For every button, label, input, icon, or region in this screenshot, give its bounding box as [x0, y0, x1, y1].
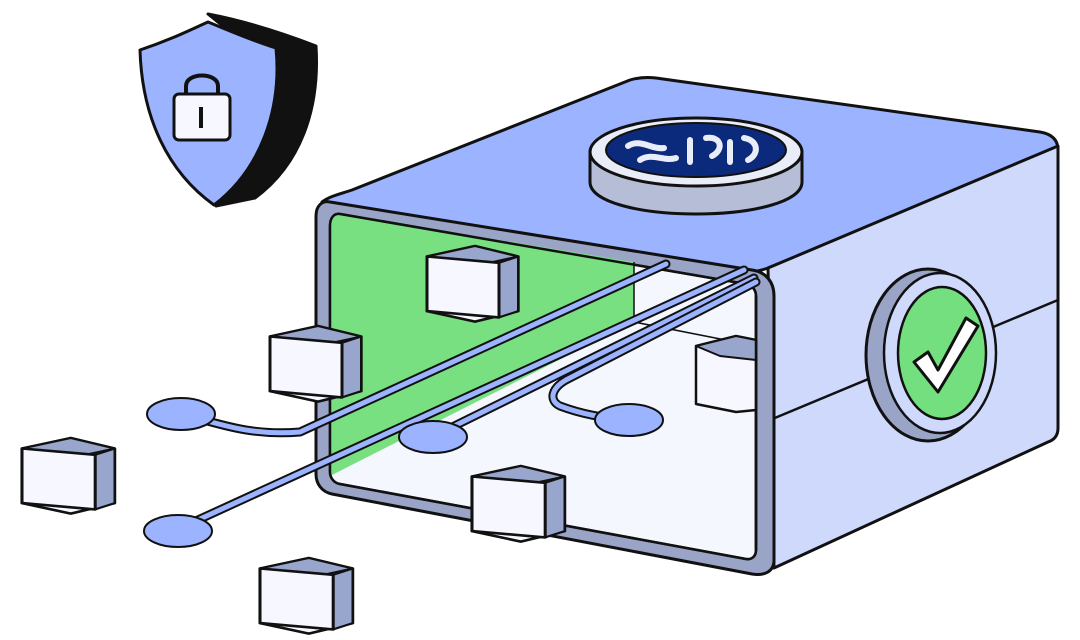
logo-badge-face: [605, 122, 787, 178]
pipeline-node-icon: [398, 420, 468, 454]
logo-glyph: [625, 134, 759, 165]
logo-badge-icon: [588, 116, 804, 216]
box-interior-outline: [328, 212, 758, 561]
data-cube-icon: [425, 244, 520, 324]
data-cube-icon: [258, 556, 355, 636]
pipeline-2: [171, 265, 749, 535]
check-badge-face: [896, 285, 988, 421]
data-cube-icon: [694, 334, 758, 414]
checkmark-badge-icon: [864, 267, 998, 443]
pipeline-nodes: [143, 397, 664, 548]
check-glyph: [912, 316, 980, 394]
data-cube-icon: [268, 324, 363, 404]
padlock-shackle: [184, 73, 220, 96]
shield-lock-icon: [138, 12, 318, 208]
pipeline-node-icon: [143, 514, 213, 548]
data-cube-icon: [20, 436, 117, 516]
pipeline-node-icon: [146, 397, 216, 431]
data-cube-icon: [470, 464, 567, 544]
pipeline-3: [429, 273, 759, 441]
pipeline-node-icon: [594, 403, 664, 437]
